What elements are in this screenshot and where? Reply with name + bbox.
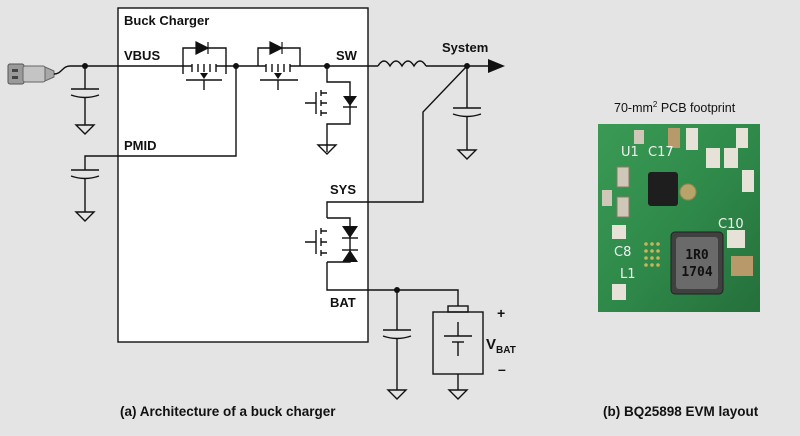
sys-label: SYS <box>330 182 356 197</box>
silk-c17: C17 <box>648 145 674 160</box>
caption-right: (b) BQ25898 EVM layout <box>603 404 759 419</box>
pmid-label: PMID <box>124 138 157 153</box>
pcb-title: 70-mm2 PCB footprint <box>614 100 736 115</box>
battery-icon <box>432 305 484 400</box>
sys-line <box>326 65 468 218</box>
system-capacitor <box>452 63 482 160</box>
pmid-capacitor <box>70 169 100 222</box>
inductor-marking-1: 1R0 <box>685 248 709 263</box>
battery-capacitor <box>382 287 412 400</box>
pcb-title-post: PCB footprint <box>657 101 735 115</box>
vbus-line <box>82 63 183 89</box>
vbus-capacitor <box>70 88 100 135</box>
bat-label: BAT <box>330 295 356 310</box>
minus-sign: – <box>498 361 506 377</box>
blocking-mosfet <box>182 41 227 90</box>
vbus-label: VBUS <box>124 48 160 63</box>
pmid-line <box>84 66 237 170</box>
usb-plug-icon <box>7 63 85 85</box>
vbat-main: V <box>486 336 496 353</box>
vbat-label: VBAT <box>486 336 516 356</box>
battery-mosfet <box>305 217 459 306</box>
pcb-title-pre: 70-mm <box>614 101 653 115</box>
plus-sign: + <box>497 305 505 321</box>
vbat-subscript: BAT <box>496 345 516 356</box>
sw-label: SW <box>336 48 358 63</box>
box-title: Buck Charger <box>124 13 209 28</box>
system-label: System <box>442 40 488 55</box>
silk-c8: C8 <box>614 245 631 260</box>
pcb-title-sup: 2 <box>653 100 658 109</box>
high-side-mosfet <box>257 41 378 90</box>
silk-u1: U1 <box>621 145 639 160</box>
pcb-photo: 1R0 1704 U1 C17 C10 C8 L1 <box>598 124 760 312</box>
low-side-mosfet <box>305 63 357 155</box>
caption-left: (a) Architecture of a buck charger <box>120 404 336 419</box>
silk-c10: C10 <box>718 217 744 232</box>
inductor <box>377 59 505 73</box>
silk-l1: L1 <box>620 267 636 282</box>
inductor-marking-2: 1704 <box>681 265 712 280</box>
